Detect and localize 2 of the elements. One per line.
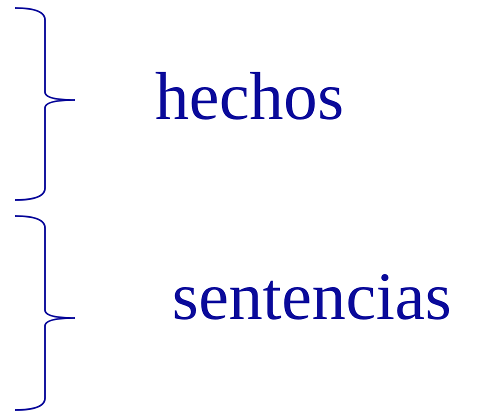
bracket-label: sentencias: [172, 262, 452, 330]
bracket-label: hechos: [155, 62, 344, 130]
